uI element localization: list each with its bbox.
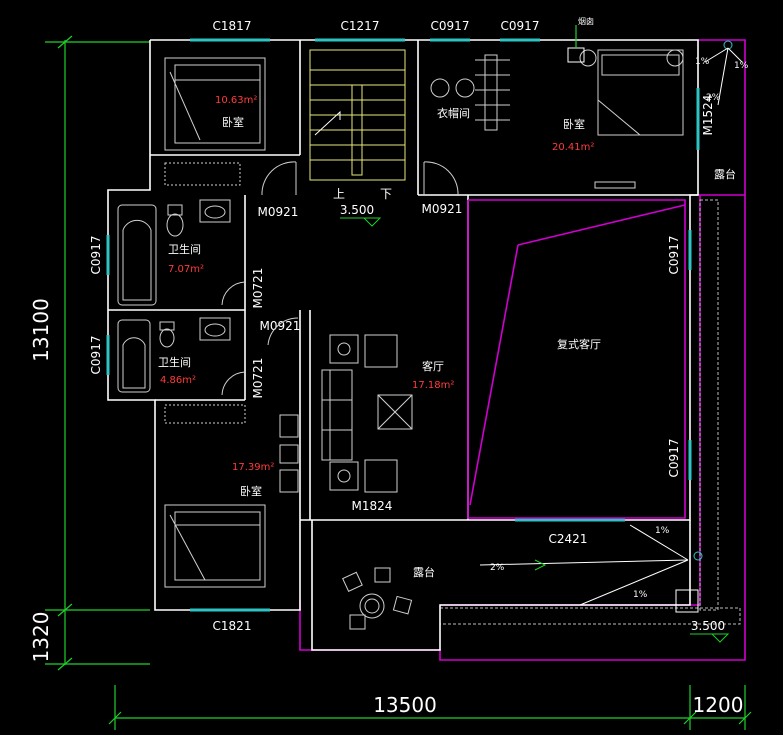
dim-vertical-total: 13100 <box>29 298 53 362</box>
slope-arrows <box>479 40 743 613</box>
room-closet-name: 衣帽间 <box>437 106 470 120</box>
window-c0917-left-b: C0917 <box>89 336 103 375</box>
room-bedroom-ne-area: 20.41m² <box>552 142 594 153</box>
sofa-set <box>321 334 413 493</box>
room-bath-b-area: 4.86m² <box>160 375 196 386</box>
door-m0721-b: M0721 <box>251 358 265 399</box>
window-c1217: C1217 <box>341 19 380 33</box>
window-c0917-right-b: C0917 <box>667 439 681 478</box>
terrace-elevation: 3.500 <box>691 619 725 633</box>
door-m0921-b: M0921 <box>422 202 463 216</box>
slope-s4: 2% <box>490 563 505 573</box>
slope-s5: 1% <box>655 526 670 536</box>
duplex-void <box>467 199 686 519</box>
room-living-area: 17.18m² <box>412 380 454 391</box>
terrace-furniture <box>342 567 413 630</box>
slope-s6: 1% <box>633 590 648 600</box>
room-bedroom-sw-area: 17.39m² <box>232 462 274 473</box>
door-m1524: M1524 <box>701 95 715 136</box>
window-c1821: C1821 <box>213 619 252 633</box>
room-bedroom-nw-area: 10.63m² <box>215 95 257 106</box>
toilet-a <box>166 199 231 237</box>
bed-ne <box>579 49 684 189</box>
windows <box>106 38 700 612</box>
wardrobe-sw <box>164 404 246 424</box>
door-m0921-c: M0921 <box>260 319 301 333</box>
terrace-south-hatch <box>439 607 741 625</box>
bathtub-a <box>117 204 157 306</box>
wardrobe-nw <box>164 162 241 186</box>
bathtub-b <box>117 319 151 393</box>
room-living-name: 客厅 <box>422 359 444 373</box>
room-bedroom-sw-name: 卧室 <box>240 484 262 498</box>
dim-horizontal-side: 1200 <box>693 693 744 717</box>
room-bath-a-name: 卫生间 <box>168 242 201 256</box>
bed-sw <box>164 414 299 588</box>
elevation-marker <box>340 217 382 227</box>
staircase <box>309 49 406 181</box>
door-m1824: M1824 <box>352 499 393 513</box>
chimney-label: 烟囱 <box>578 16 594 26</box>
toilet-b <box>159 317 231 348</box>
terrace-outline <box>299 39 746 661</box>
closet-furniture <box>430 54 510 131</box>
dim-vertical-bottom: 1320 <box>29 612 53 663</box>
bed-nw <box>164 57 266 151</box>
window-c0917-top-b: C0917 <box>501 19 540 33</box>
window-c1817: C1817 <box>213 19 252 33</box>
stair-down: 下 <box>380 187 392 201</box>
room-bath-a-area: 7.07m² <box>168 264 204 275</box>
room-bath-b-name: 卫生间 <box>158 355 191 369</box>
dim-horizontal-main: 13500 <box>373 693 437 717</box>
stair-elevation: 3.500 <box>340 203 374 217</box>
room-bedroom-ne-name: 卧室 <box>563 117 585 131</box>
room-terrace-south-name: 露台 <box>413 565 435 579</box>
dimension-lines <box>45 35 752 730</box>
window-c0917-right-a: C0917 <box>667 236 681 275</box>
door-m0921-a: M0921 <box>258 205 299 219</box>
stair-up: 上 <box>333 187 345 201</box>
room-terrace-east-name: 露台 <box>714 167 736 181</box>
chimney-marker <box>567 25 585 63</box>
window-c2421: C2421 <box>549 532 588 546</box>
room-bedroom-nw-name: 卧室 <box>222 115 244 129</box>
room-duplex-living-name: 复式客厅 <box>557 337 601 351</box>
terrace-east-hatch <box>699 199 719 611</box>
terrace-elevation-marker <box>690 633 730 643</box>
door-m0721-a: M0721 <box>251 268 265 309</box>
door-swings <box>221 161 459 396</box>
slope-s2: 1% <box>734 61 749 71</box>
slope-s1: 1% <box>695 57 710 67</box>
window-c0917-top-a: C0917 <box>431 19 470 33</box>
slope-s3: 2% <box>706 93 721 103</box>
window-c0917-left-a: C0917 <box>89 236 103 275</box>
